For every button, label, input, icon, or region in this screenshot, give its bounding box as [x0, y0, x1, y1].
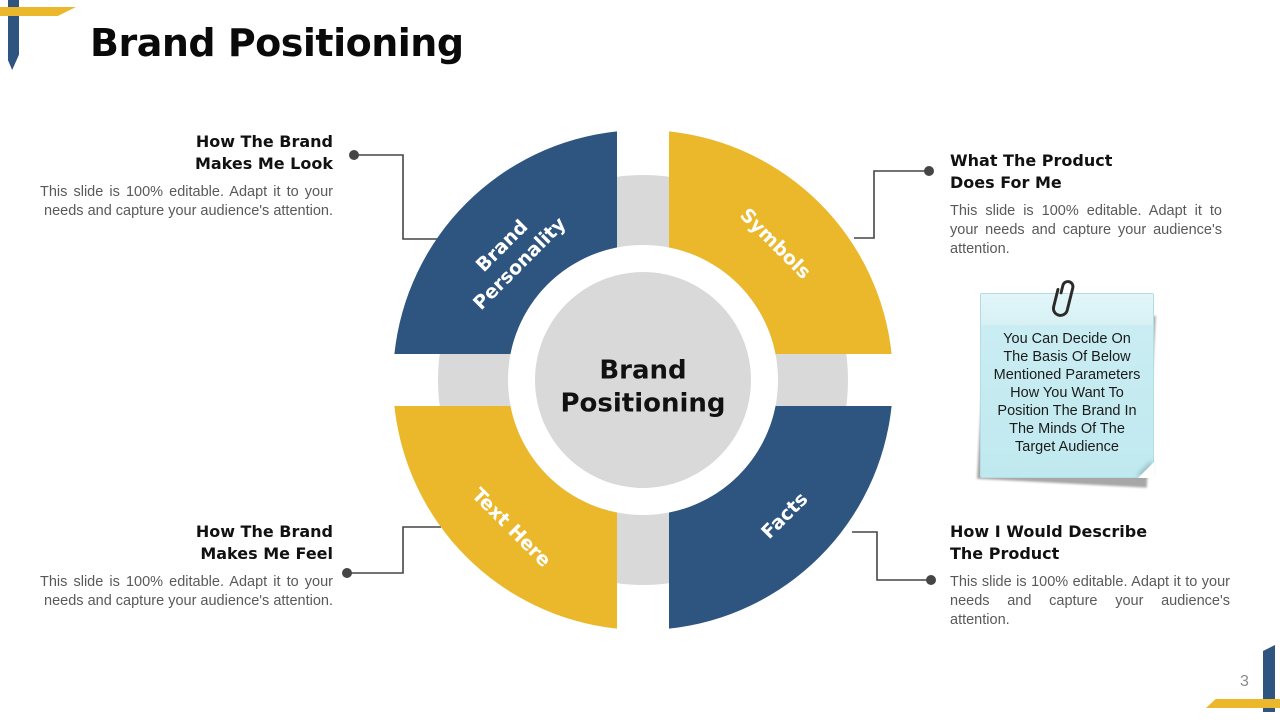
connector-bottom-right — [852, 531, 936, 585]
top-left-blue-accent-bar — [8, 0, 19, 70]
bottom-right-yellow-accent-bar — [1206, 699, 1280, 708]
note-text: You Can Decide On The Basis Of Below Men… — [993, 331, 1141, 455]
note-paper: You Can Decide On The Basis Of Below Men… — [980, 293, 1154, 478]
callout-bottom-right: How I Would Describe The Product This sl… — [950, 521, 1230, 630]
callout-body: This slide is 100% editable. Adapt it to… — [40, 184, 333, 220]
connector-dot — [349, 150, 359, 160]
callout-heading: What The Product Does For Me — [950, 151, 1113, 192]
top-left-yellow-accent-bar — [0, 7, 76, 16]
connector-dot — [924, 166, 934, 176]
callout-body: This slide is 100% editable. Adapt it to… — [950, 574, 1230, 629]
bottom-right-blue-accent-bar — [1263, 645, 1275, 712]
brand-positioning-diagram — [394, 131, 892, 629]
connector-dot — [342, 568, 352, 578]
callout-heading: How The Brand Makes Me Look — [194, 132, 333, 173]
callout-top-left: How The Brand Makes Me Look This slide i… — [40, 131, 333, 221]
page-number: 3 — [1240, 673, 1249, 690]
segment-facts — [669, 406, 892, 629]
callout-heading: How The Brand Makes Me Feel — [195, 522, 333, 563]
callout-body: This slide is 100% editable. Adapt it to… — [40, 574, 333, 610]
callout-bottom-left: How The Brand Makes Me Feel This slide i… — [40, 521, 333, 611]
callout-body: This slide is 100% editable. Adapt it to… — [950, 203, 1222, 258]
paperclip-icon — [1052, 280, 1075, 317]
connector-bottom-left — [342, 526, 441, 578]
segment-brand-personality — [394, 131, 617, 354]
connector-top-right — [854, 166, 934, 239]
connector-dot — [926, 575, 936, 585]
connector-top-left — [349, 150, 438, 240]
sticky-note: You Can Decide On The Basis Of Below Men… — [976, 280, 1156, 488]
callout-top-right: What The Product Does For Me This slide … — [950, 150, 1222, 259]
diagram-center-label: Brand Positioning — [560, 355, 726, 419]
segment-text-here — [394, 406, 617, 629]
callout-heading: How I Would Describe The Product — [950, 522, 1148, 563]
center-circle — [535, 272, 751, 488]
slide-title: Brand Positioning — [90, 21, 464, 65]
segment-symbols — [669, 131, 892, 354]
